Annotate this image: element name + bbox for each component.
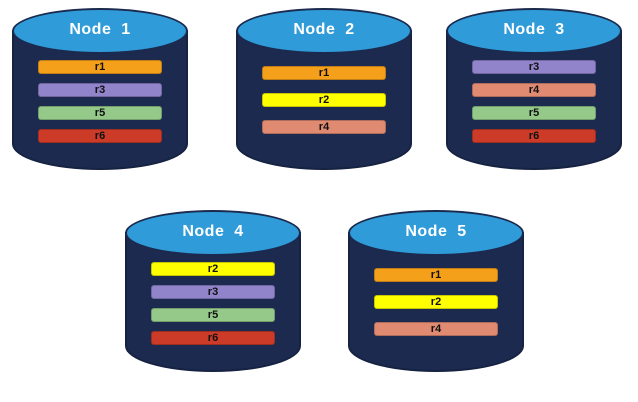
node-title: Node 3 xyxy=(503,21,565,38)
replica-bar-r3[interactable]: r3 xyxy=(38,83,162,97)
cylinder-body xyxy=(446,30,622,170)
replica-bar-r1[interactable]: r1 xyxy=(262,66,386,80)
replica-bar-r3[interactable]: r3 xyxy=(151,285,275,299)
database-node-4[interactable]: Node 4 r2 r3 r5 r6 xyxy=(125,210,301,390)
replica-list: r1 r2 r4 xyxy=(374,268,498,336)
replica-list: r1 r3 r5 r6 xyxy=(38,60,162,143)
replica-bar-r2[interactable]: r2 xyxy=(151,262,275,276)
cylinder-top-icon xyxy=(12,8,188,54)
replica-list: r2 r3 r5 r6 xyxy=(151,262,275,345)
replica-bar-r6[interactable]: r6 xyxy=(472,129,596,143)
replica-bar-r1[interactable]: r1 xyxy=(38,60,162,74)
replica-bar-r6[interactable]: r6 xyxy=(38,129,162,143)
node-title: Node 4 xyxy=(182,223,244,240)
replica-bar-r4[interactable]: r4 xyxy=(374,322,498,336)
cylinder-top-icon xyxy=(236,8,412,54)
replica-bar-r5[interactable]: r5 xyxy=(38,106,162,120)
replica-bar-r2[interactable]: r2 xyxy=(262,93,386,107)
node-title: Node 1 xyxy=(69,21,131,38)
database-node-5[interactable]: Node 5 r1 r2 r4 xyxy=(348,210,524,390)
replica-list: r1 r2 r4 xyxy=(262,66,386,134)
replica-bar-r5[interactable]: r5 xyxy=(472,106,596,120)
cylinder-top-icon xyxy=(446,8,622,54)
replica-bar-r2[interactable]: r2 xyxy=(374,295,498,309)
replica-bar-r4[interactable]: r4 xyxy=(472,83,596,97)
database-node-1[interactable]: Node 1 r1 r3 r5 r6 xyxy=(12,8,188,188)
node-title: Node 5 xyxy=(405,223,467,240)
replica-bar-r5[interactable]: r5 xyxy=(151,308,275,322)
replica-bar-r3[interactable]: r3 xyxy=(472,60,596,74)
replica-list: r3 r4 r5 r6 xyxy=(472,60,596,143)
replica-bar-r1[interactable]: r1 xyxy=(374,268,498,282)
cylinder-top-icon xyxy=(125,210,301,256)
node-title: Node 2 xyxy=(293,21,355,38)
database-node-3[interactable]: Node 3 r3 r4 r5 r6 xyxy=(446,8,622,188)
replica-bar-r4[interactable]: r4 xyxy=(262,120,386,134)
cylinder-top-icon xyxy=(348,210,524,256)
database-node-2[interactable]: Node 2 r1 r2 r4 xyxy=(236,8,412,188)
replica-bar-r6[interactable]: r6 xyxy=(151,331,275,345)
